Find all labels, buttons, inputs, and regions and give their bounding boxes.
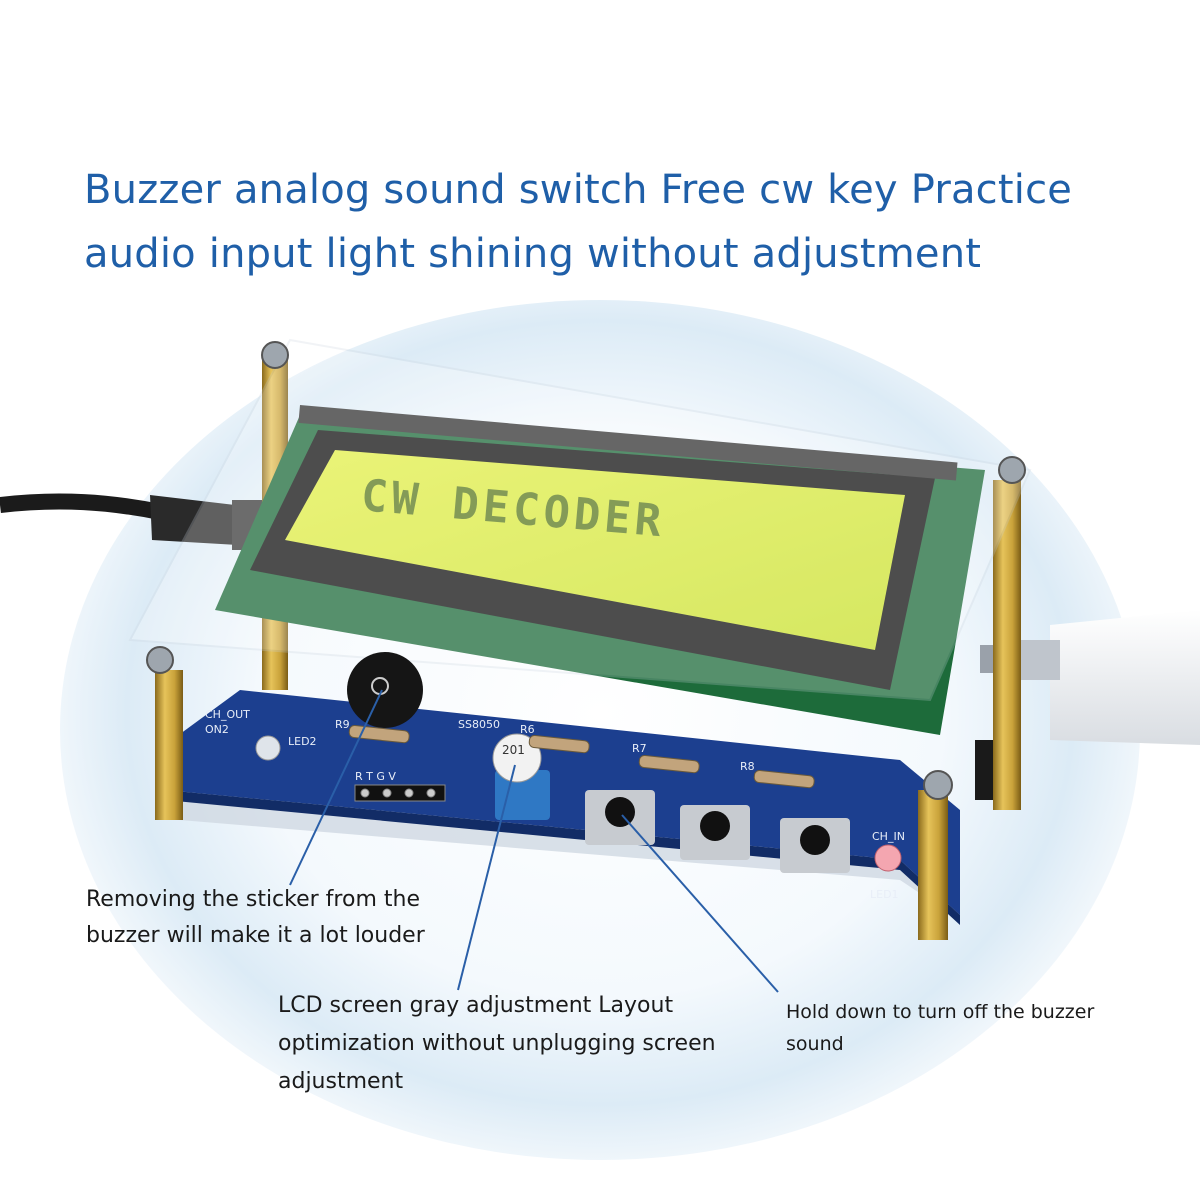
pcb-board — [165, 690, 960, 915]
label-r9: R9 — [335, 718, 350, 731]
header-pins — [354, 784, 446, 802]
svg-text:201: 201 — [502, 743, 525, 757]
buzzer — [347, 652, 423, 728]
callout-buzzer: Removing the sticker from the buzzer wil… — [86, 887, 425, 948]
callout-button: Hold down to turn off the buzzer sound — [786, 1001, 1095, 1055]
top-acrylic-plate — [128, 338, 1032, 702]
callout-line-button — [621, 814, 779, 993]
lcd-contrast-potentiometer: 201 — [492, 733, 550, 820]
label-ch-in: CH_IN — [872, 830, 905, 843]
audio-plug — [150, 495, 238, 545]
label-on2: ON2 — [205, 723, 229, 736]
headline-line-1: Buzzer analog sound switch Free cw key P… — [84, 167, 1073, 213]
headline: Buzzer analog sound switch Free cw key P… — [84, 158, 1134, 286]
bottom-acrylic-plate — [180, 800, 960, 920]
tactile-button-3 — [780, 818, 850, 873]
tactile-button-1 — [585, 790, 655, 845]
led2 — [255, 735, 281, 761]
label-r7: R7 — [632, 742, 647, 755]
audio-cable — [0, 493, 162, 520]
standoff-back-right — [993, 480, 1021, 810]
led1 — [874, 844, 902, 872]
standoff-front-left — [155, 670, 183, 820]
screw-icon — [146, 341, 1026, 800]
label-led2: LED2 — [288, 735, 317, 748]
label-header-pins: R T G V — [355, 770, 396, 783]
label-r6: R6 — [520, 723, 535, 736]
headline-line-2: audio input light shining without adjust… — [84, 231, 982, 277]
tactile-button-2 — [680, 805, 750, 860]
callout-lcd-adjust: LCD screen gray adjustment Layout optimi… — [278, 993, 716, 1094]
standoff-front-right — [918, 790, 948, 940]
label-r8: R8 — [740, 760, 755, 773]
resistor-row — [348, 724, 815, 789]
label-ss8050: SS8050 — [458, 718, 500, 731]
callout-line-potentiometer — [457, 764, 516, 991]
label-led1: LED1 — [870, 888, 899, 901]
callout-line-buzzer — [289, 689, 383, 886]
label-ch-out: CH_OUT — [205, 708, 250, 721]
lcd-screen — [285, 450, 905, 650]
lcd-module: CW DECODER — [215, 405, 985, 735]
